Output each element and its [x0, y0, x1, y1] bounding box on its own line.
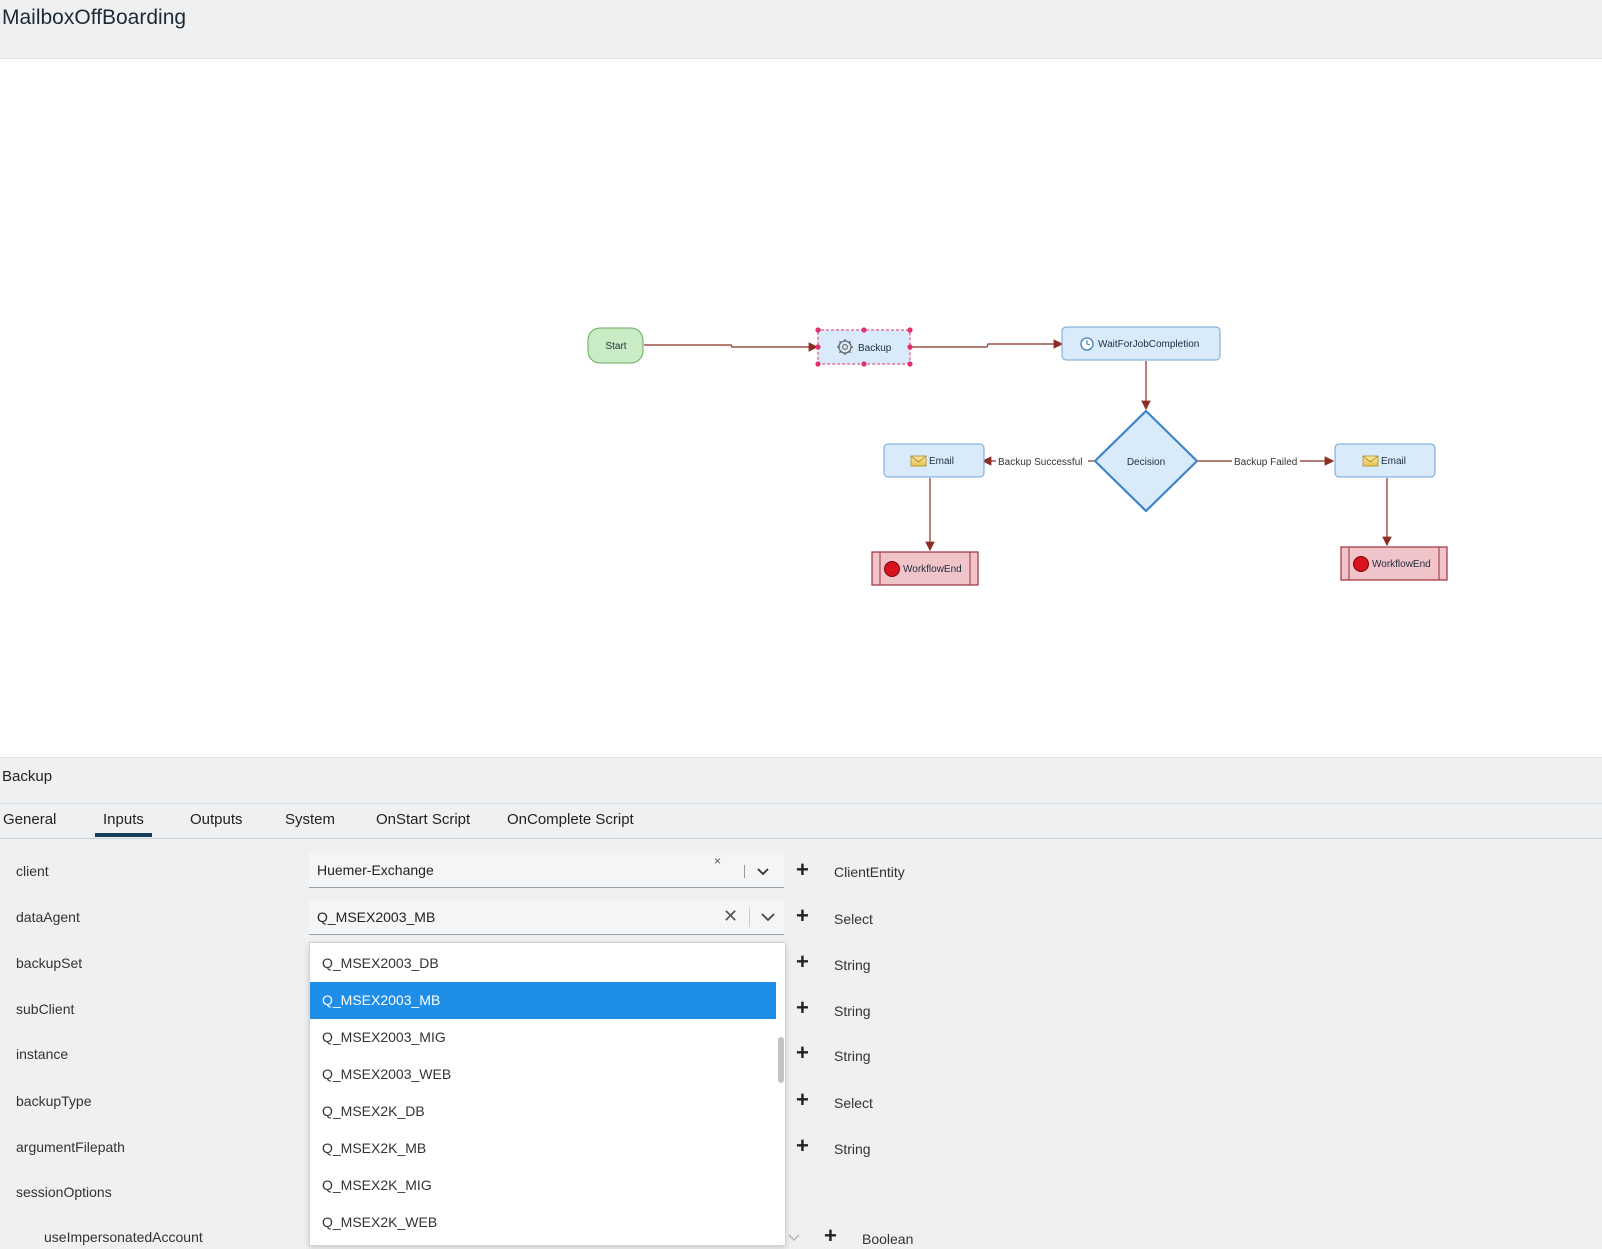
tab-outputs[interactable]: Outputs: [190, 811, 243, 828]
properties-tabs: General Inputs Outputs System OnStart Sc…: [0, 803, 1602, 839]
edge-backup-wait: [912, 339, 1064, 349]
node-decision[interactable]: Decision: [1093, 409, 1199, 513]
dropdown-scrollbar[interactable]: [778, 1037, 784, 1083]
dropdown-option[interactable]: Q_MSEX2K_MB: [310, 1130, 776, 1167]
chevron-down-icon[interactable]: [757, 868, 769, 876]
dropdown-option-label: Q_MSEX2003_DB: [322, 955, 439, 971]
node-start[interactable]: Start: [587, 327, 644, 364]
tab-oncomplete-script[interactable]: OnComplete Script: [507, 811, 634, 828]
input-label-argumentfilepath: argumentFilepath: [16, 1139, 125, 1155]
dataagent-clear-icon[interactable]: ✕: [723, 906, 739, 926]
tab-system[interactable]: System: [285, 811, 336, 828]
dataagent-select-separator: [749, 907, 750, 927]
node-start-label: Start: [605, 341, 626, 352]
input-label-backupset: backupSet: [16, 955, 83, 971]
dropdown-option[interactable]: Q_MSEX2K_MIG: [310, 1167, 776, 1204]
dropdown-option-label: Q_MSEX2K_MB: [322, 1140, 427, 1156]
add-dataagent-button[interactable]: +: [796, 903, 809, 928]
node-backup-label: Backup: [858, 343, 892, 354]
type-client: ClientEntity: [834, 864, 905, 880]
dropdown-option-label: Q_MSEX2K_MIG: [322, 1177, 432, 1193]
type-backupset: String: [834, 957, 871, 973]
workflow-canvas[interactable]: Backup Successful Backup Failed Start Ba…: [0, 58, 1602, 758]
dropdown-option-label: Q_MSEX2K_WEB: [322, 1214, 438, 1230]
node-email-left-label: Email: [929, 456, 954, 467]
dropdown-option[interactable]: Q_MSEX2K_DB: [310, 1093, 776, 1130]
dropdown-option[interactable]: Q_MSEX2003_DB: [310, 945, 776, 982]
stop-icon: [884, 561, 900, 577]
chevron-down-icon[interactable]: [788, 1234, 800, 1242]
type-instance: String: [834, 1048, 871, 1064]
dropdown-option[interactable]: Q_MSEX2K_WEB: [310, 1204, 776, 1241]
selection-handles[interactable]: [815, 327, 913, 367]
node-email-right-label: Email: [1381, 456, 1406, 467]
input-label-dataagent: dataAgent: [16, 909, 80, 925]
dropdown-option[interactable]: Q_MSEX2003_WEB: [310, 1056, 776, 1093]
add-argumentfilepath-button[interactable]: +: [796, 1133, 809, 1158]
node-wait-label: WaitForJobCompletion: [1098, 339, 1199, 350]
tab-general[interactable]: General: [3, 811, 57, 828]
client-clear-icon[interactable]: ×: [714, 854, 722, 868]
add-backupset-button[interactable]: +: [796, 949, 809, 974]
input-label-subclient: subClient: [16, 1001, 75, 1017]
node-workflow-end-right[interactable]: WorkflowEnd: [1340, 546, 1448, 581]
dropdown-option-label: Q_MSEX2003_WEB: [322, 1066, 452, 1082]
type-backuptype: Select: [834, 1095, 873, 1111]
node-email-right[interactable]: Email: [1334, 443, 1436, 478]
client-select-value: Huemer-Exchange: [317, 862, 434, 878]
tab-onstart-script[interactable]: OnStart Script: [376, 811, 471, 828]
node-email-left[interactable]: Email: [883, 443, 985, 478]
dropdown-option[interactable]: Q_MSEX2003_MIG: [310, 1019, 776, 1056]
dropdown-option-label: Q_MSEX2K_DB: [322, 1103, 425, 1119]
properties-panel-title: Backup: [2, 768, 53, 785]
client-select-separator: [744, 865, 745, 878]
type-subclient: String: [834, 1003, 871, 1019]
envelope-icon: [1362, 455, 1379, 467]
add-client-button[interactable]: +: [796, 857, 809, 882]
edge-start-backup: [644, 342, 819, 352]
add-instance-button[interactable]: +: [796, 1040, 809, 1065]
gear-icon: [837, 339, 853, 355]
edge-label-success: Backup Successful: [998, 457, 1083, 468]
node-end-left-label: WorkflowEnd: [903, 564, 962, 575]
type-argumentfilepath: String: [834, 1141, 871, 1157]
envelope-icon: [910, 455, 927, 467]
type-dataagent: Select: [834, 911, 873, 927]
add-useimpersonatedaccount-button[interactable]: +: [824, 1223, 837, 1248]
input-label-instance: instance: [16, 1046, 69, 1062]
stop-icon: [1353, 556, 1369, 572]
workflow-title: MailboxOffBoarding: [2, 6, 187, 29]
node-decision-label: Decision: [1127, 457, 1165, 468]
dropdown-option-label: Q_MSEX2003_MB: [322, 992, 441, 1008]
edge-label-failed: Backup Failed: [1234, 457, 1297, 468]
dropdown-option-selected[interactable]: Q_MSEX2003_MB: [310, 982, 776, 1019]
input-label-backuptype: backupType: [16, 1093, 92, 1109]
input-label-useimpersonatedaccount: useImpersonatedAccount: [44, 1229, 203, 1245]
type-useimpersonatedaccount: Boolean: [862, 1231, 914, 1247]
node-wait-for-job-completion[interactable]: WaitForJobCompletion: [1061, 326, 1221, 361]
client-select[interactable]: Huemer-Exchange ×: [309, 853, 784, 888]
chevron-down-icon[interactable]: [761, 913, 775, 922]
node-workflow-end-left[interactable]: WorkflowEnd: [871, 551, 979, 586]
workflow-diagram[interactable]: Backup Successful Backup Failed Start Ba…: [0, 59, 1602, 757]
dropdown-option-label: Q_MSEX2003_MIG: [322, 1029, 446, 1045]
dataagent-select[interactable]: Q_MSEX2003_MB ✕: [309, 900, 784, 935]
input-label-sessionoptions: sessionOptions: [16, 1184, 112, 1200]
dataagent-select-value[interactable]: Q_MSEX2003_MB: [317, 909, 436, 925]
tab-inputs[interactable]: Inputs: [95, 811, 152, 837]
node-backup[interactable]: Backup: [815, 327, 913, 367]
input-label-client: client: [16, 863, 49, 879]
add-subclient-button[interactable]: +: [796, 995, 809, 1020]
node-end-right-label: WorkflowEnd: [1372, 559, 1431, 570]
dataagent-dropdown-menu[interactable]: Q_MSEX2003_DB Q_MSEX2003_MB Q_MSEX2003_M…: [309, 942, 786, 1246]
add-backuptype-button[interactable]: +: [796, 1087, 809, 1112]
clock-icon: [1080, 337, 1094, 351]
